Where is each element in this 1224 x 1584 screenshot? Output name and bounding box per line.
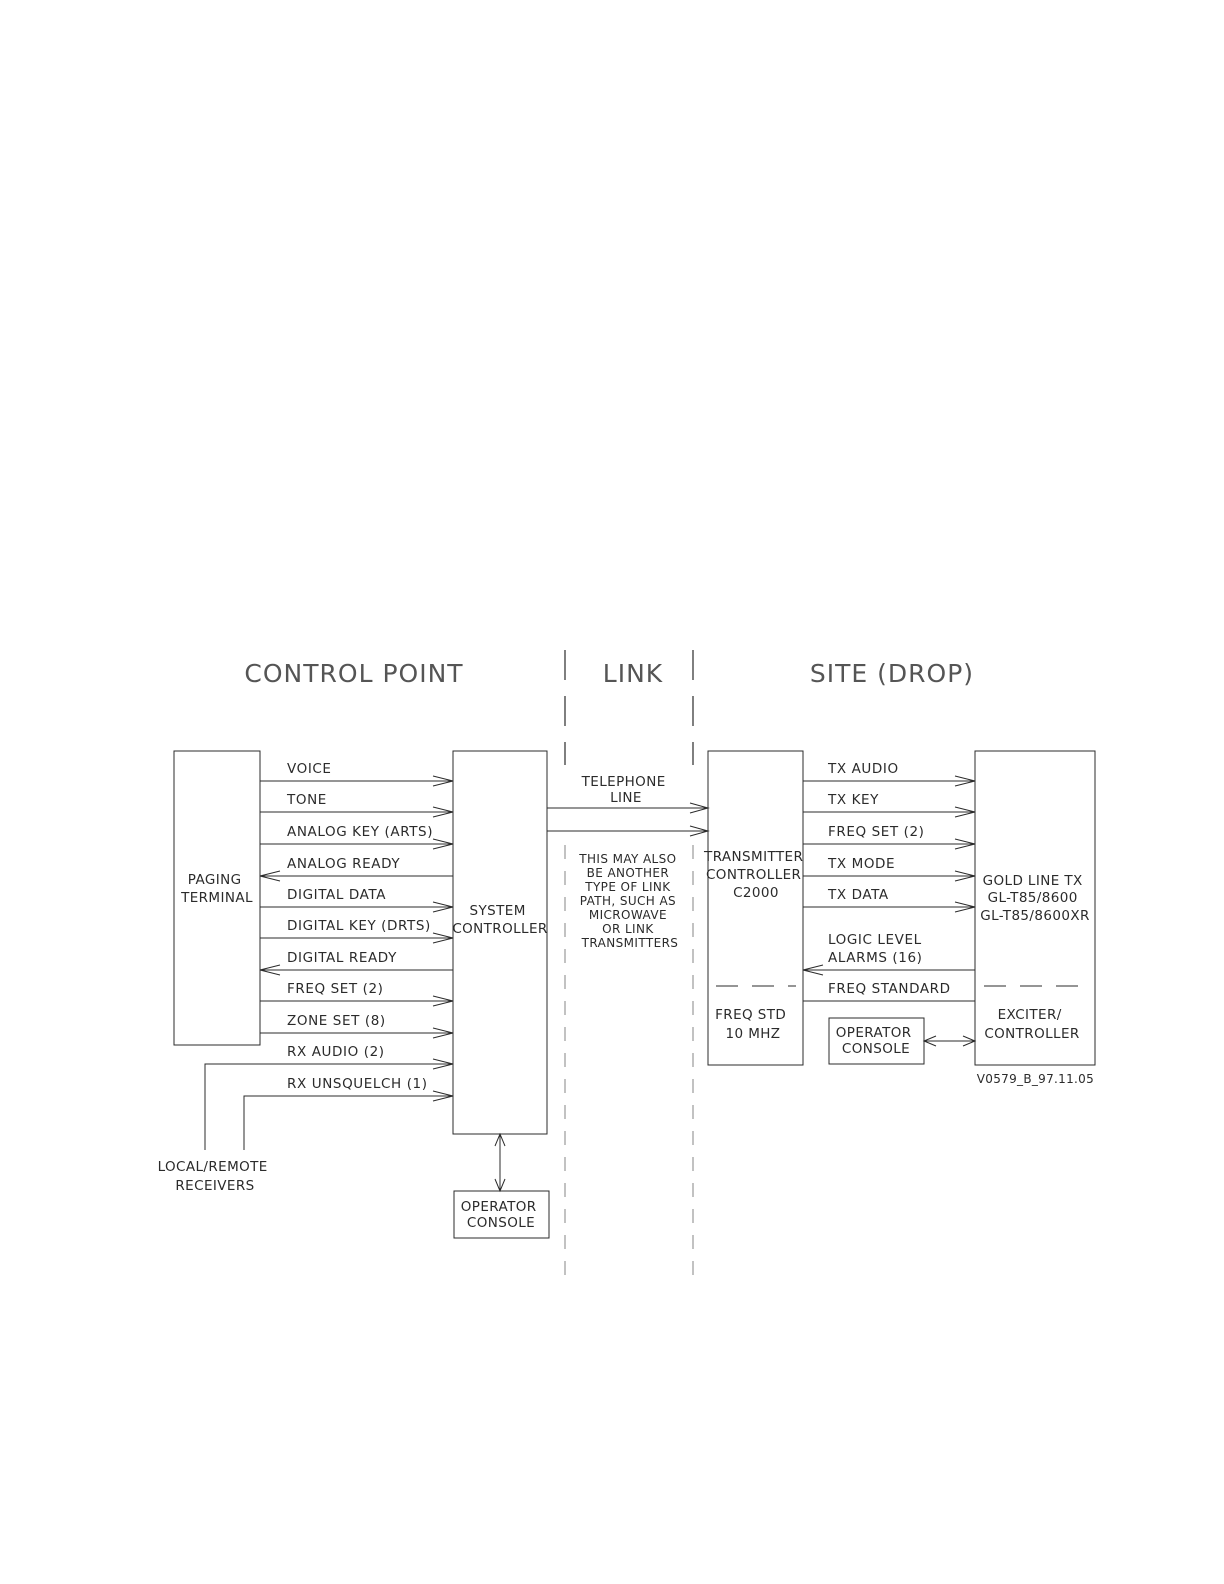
header-link: LINK <box>603 659 663 688</box>
left-signal-freq-set-2-label: FREQ SET (2) <box>287 981 384 997</box>
left-signal-analog-ready-arrow <box>259 870 281 882</box>
link-path-note: THIS MAY ALSO BE ANOTHER TYPE OF LINK PA… <box>578 852 680 950</box>
console-arrow-up-left <box>494 1132 506 1147</box>
system-controller-box <box>452 750 548 1135</box>
left-signal-analog-key-arts-label: ANALOG KEY (ARTS) <box>287 824 433 840</box>
exciter-controller-label: EXCITER/ CONTROLLER <box>984 1007 1079 1042</box>
system-controller-label: SYSTEM CONTROLLER <box>452 903 547 937</box>
rx-unsquelch-feed-line <box>243 1095 453 1150</box>
right-signal-freq-set-2-arrow <box>954 838 976 850</box>
right-signal-freq-set-2-label: FREQ SET (2) <box>828 824 925 840</box>
left-signal-digital-key-drts-label: DIGITAL KEY (DRTS) <box>287 918 431 934</box>
left-signal-analog-key-arts-arrow <box>432 838 454 850</box>
transmitter-controller-box <box>707 750 804 1066</box>
left-signal-voice-label: VOICE <box>287 761 332 777</box>
gold-line-tx-box <box>974 750 1096 1066</box>
left-signal-zone-set-8-arrow <box>432 1027 454 1039</box>
rx-audio-feed-line <box>204 1063 453 1150</box>
right-signal-tx-audio-arrow <box>954 775 976 787</box>
freq-std-label: FREQ STD 10 MHZ <box>715 1007 791 1042</box>
left-signal-voice-arrow <box>432 775 454 787</box>
header-site: SITE (DROP) <box>810 659 974 688</box>
operator-console-left-label: OPERATOR CONSOLE <box>461 1199 541 1231</box>
left-signal-tone-label: TONE <box>286 792 327 808</box>
transmitter-controller-label: TRANSMITTER CONTROLLER C2000 <box>703 849 808 901</box>
header-control-point: CONTROL POINT <box>244 659 463 688</box>
left-signal-digital-ready-label: DIGITAL READY <box>287 950 397 966</box>
right-signal-tx-mode-arrow <box>954 870 976 882</box>
left-signal-analog-ready-label: ANALOG READY <box>287 856 400 872</box>
operator-console-right-label: OPERATOR CONSOLE <box>836 1025 916 1057</box>
left-signal-digital-data-arrow <box>432 901 454 913</box>
paging-terminal-box <box>173 750 261 1046</box>
left-signal-zone-set-8-label: ZONE SET (8) <box>287 1013 386 1029</box>
left-signal-rx-audio-2-label: RX AUDIO (2) <box>287 1044 385 1060</box>
right-signal-tx-key-label: TX KEY <box>827 792 879 808</box>
local-remote-receivers-label: LOCAL/REMOTE RECEIVERS <box>158 1159 273 1194</box>
console-arrow-right-right <box>962 1035 977 1047</box>
operator-console-left-box <box>453 1190 550 1239</box>
right-signal-logic-level-alarms-16-arrow <box>802 964 824 976</box>
gold-line-tx-label: GOLD LINE TX GL-T85/8600 GL-T85/8600XR <box>980 873 1090 924</box>
right-signal-tx-key-arrow <box>954 806 976 818</box>
console-arrow-down-left <box>494 1178 506 1193</box>
left-signal-digital-data-label: DIGITAL DATA <box>287 887 386 903</box>
console-arrow-left-right <box>922 1035 937 1047</box>
right-signal-tx-audio-label: TX AUDIO <box>827 761 899 777</box>
left-signal-freq-set-2-arrow <box>432 995 454 1007</box>
drawing-id: V0579_B_97.11.05 <box>977 1072 1094 1086</box>
left-signal-group: VOICE TONE ANALOG KEY (ARTS) ANALOG READY DI… <box>259 761 454 1102</box>
paging-terminal-label: PAGING TERMINAL <box>180 872 253 906</box>
left-signal-tone-arrow <box>432 806 454 818</box>
right-signal-tx-data-label: TX DATA <box>827 887 889 903</box>
right-signal-tx-mode-label: TX MODE <box>827 856 895 872</box>
telephone-line-label: TELEPHONE LINE <box>581 774 671 806</box>
right-signal-freq-standard-label: FREQ STANDARD <box>828 981 951 997</box>
left-signal-rx-unsquelch-1-label: RX UNSQUELCH (1) <box>287 1076 428 1092</box>
left-signal-digital-key-drts-arrow <box>432 932 454 944</box>
left-signal-digital-ready-arrow <box>259 964 281 976</box>
right-signal-tx-data-arrow <box>954 901 976 913</box>
right-signal-group: TX AUDIO TX KEY FREQ SET (2) TX MODE TX DATA… <box>802 761 976 1002</box>
